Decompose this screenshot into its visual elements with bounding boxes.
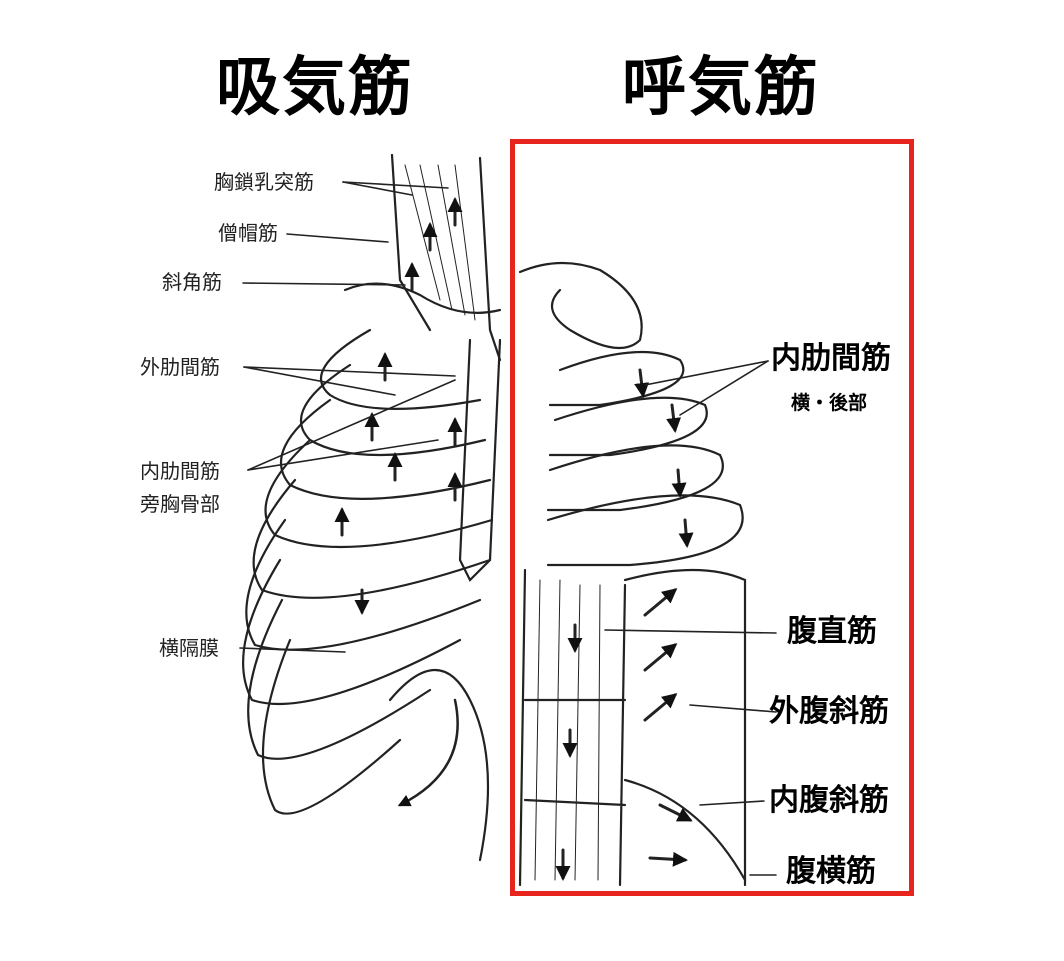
clavicle-right: [518, 261, 643, 350]
expiratory-arrows: [555, 368, 694, 881]
diaphragm-arrow: [397, 698, 459, 807]
rectus-abdominis: [518, 568, 627, 887]
left-ribs: [242, 328, 494, 815]
label-internal-intercostal-sub: 横・後部: [791, 392, 868, 414]
label-sternocleidomastoid: 胸鎖乳突筋: [214, 170, 314, 194]
rectus-fibers: [534, 579, 601, 881]
leader-lines: [239, 181, 777, 876]
expiratory-muscles-heading: 呼気筋: [622, 51, 820, 125]
label-external-oblique: 外腹斜筋: [769, 694, 889, 729]
diaphragm-dome: [388, 668, 490, 862]
clavicle-left: [343, 282, 502, 314]
label-internal-intercostal: 内肋間筋: [140, 459, 220, 483]
label-internal-intercostal-exp: 内肋間筋: [771, 341, 891, 376]
inspiratory-arrows: [334, 197, 463, 615]
label-internal-oblique: 内腹斜筋: [769, 783, 889, 818]
label-rectus-abdominis: 腹直筋: [787, 614, 877, 649]
abdominal-wall: [623, 568, 747, 887]
label-scalene: 斜角筋: [162, 270, 222, 294]
label-parasternal: 旁胸骨部: [140, 492, 220, 516]
label-diaphragm: 横隔膜: [159, 636, 219, 660]
sternum: [458, 338, 502, 582]
label-trapezius: 僧帽筋: [218, 221, 278, 245]
label-transversus-abdominis: 腹横筋: [786, 854, 876, 889]
label-external-intercostal: 外肋間筋: [140, 355, 220, 379]
expiratory-highlight-box: [510, 139, 914, 896]
inspiratory-muscles-heading: 吸気筋: [216, 51, 414, 125]
neck-column: [390, 153, 502, 362]
